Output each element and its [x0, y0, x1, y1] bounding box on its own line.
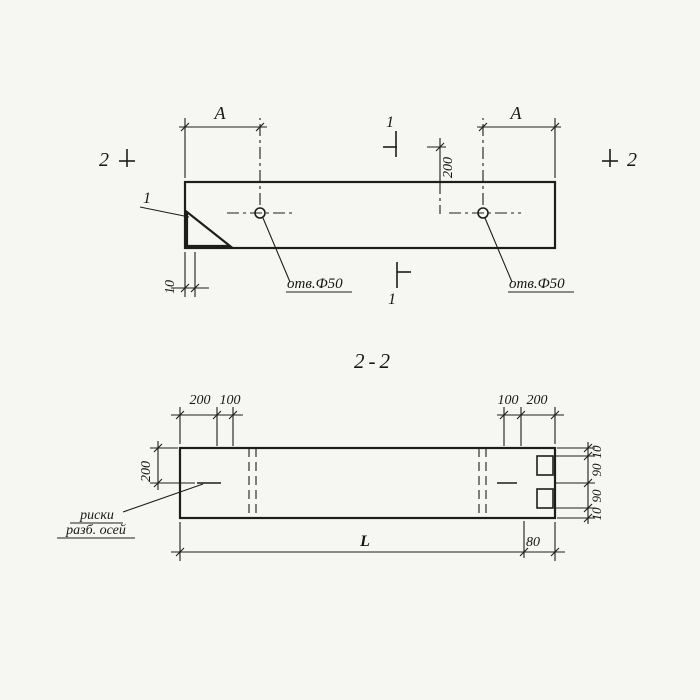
dim-top-right-200: 200 — [527, 393, 548, 408]
section-2-right-label: 2 — [627, 149, 637, 171]
section-view-leaders — [57, 483, 204, 539]
top-view-outline — [183, 180, 557, 250]
recess-bottom — [536, 488, 554, 509]
section-cut-marks — [119, 131, 618, 288]
section-view-outline — [178, 446, 557, 520]
dim-a-right-label: A — [510, 103, 523, 123]
dim-right-90-top: 90 — [589, 463, 604, 477]
top-view-labels: A A 1 1 2 2 200 10 отв.Ф50 отв.Ф50 1 — [99, 103, 637, 308]
dim-height-200-label: 200 — [139, 461, 154, 482]
dim-80-label: 80 — [526, 535, 540, 550]
section-view-labels: 200 200 100 100 200 10 90 90 10 L 80 рис… — [65, 393, 604, 550]
beam-plan-outline — [183, 180, 557, 250]
axis-note-line1: риски — [79, 508, 114, 523]
hole-right-callout: отв.Ф50 — [509, 276, 565, 292]
dim-length-L-label: L — [359, 533, 370, 550]
dim-right-10-bottom: 10 — [589, 507, 604, 521]
section-1-bottom-label: 1 — [388, 291, 396, 308]
dim-top-right-100: 100 — [498, 393, 519, 408]
top-view-dimension-lines — [171, 118, 561, 297]
section-1-top-label: 1 — [386, 114, 394, 131]
dim-top-left-100: 100 — [220, 393, 241, 408]
top-view-leaders — [139, 206, 574, 293]
corner-chamfer-detail — [185, 209, 234, 248]
dim-top-left-200: 200 — [190, 393, 211, 408]
top-view-holes — [227, 207, 521, 219]
detail-1-label: 1 — [143, 190, 151, 207]
hole-left-callout: отв.Ф50 — [287, 276, 343, 292]
axis-note-line2: разб. осей — [65, 523, 126, 538]
dim-right-10-top: 10 — [589, 445, 604, 459]
recess-top — [536, 455, 554, 476]
section-view-title: 2-2 — [354, 349, 394, 373]
dim-10-edge-label: 10 — [163, 280, 178, 294]
section-2-left-label: 2 — [99, 149, 109, 171]
dim-right-90-bottom: 90 — [589, 489, 604, 503]
dim-a-left-label: A — [214, 103, 227, 123]
section-view-dimension-lines — [150, 407, 595, 561]
dim-200-offset-label: 200 — [441, 157, 456, 178]
